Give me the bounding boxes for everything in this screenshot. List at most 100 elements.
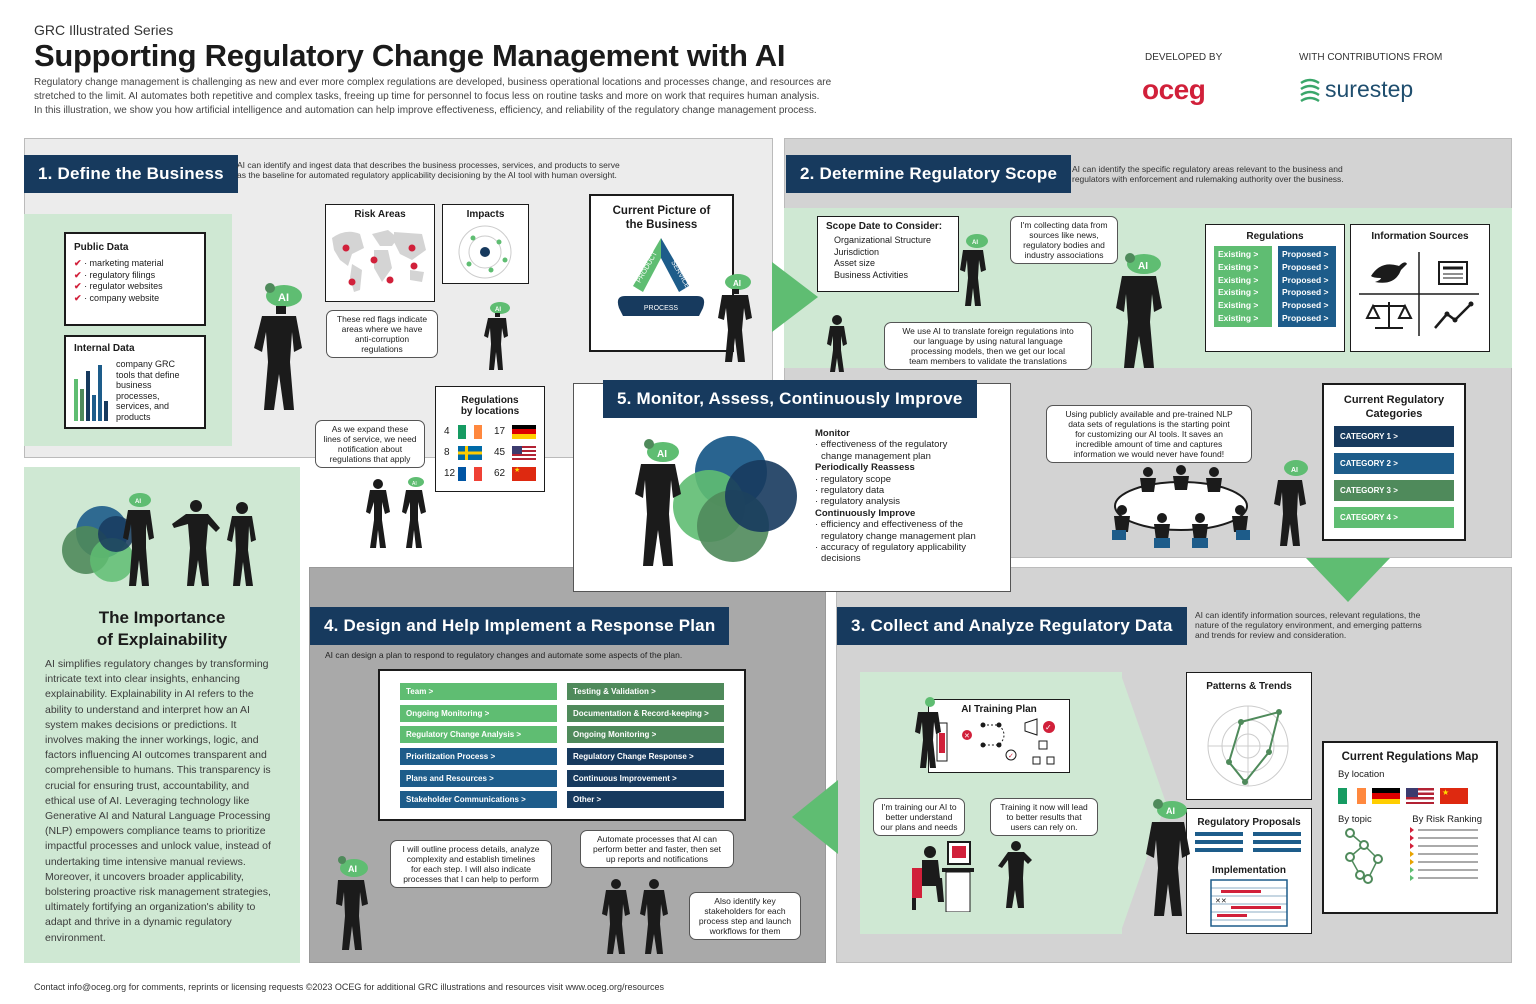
info-sources-icons [1359, 252, 1479, 336]
footer-text: Contact info@oceg.org for comments, repr… [34, 982, 665, 992]
proposed-item[interactable]: Proposed > [1282, 261, 1329, 272]
regulatory-proposals-card: Regulatory Proposals Implementation ✕✕ [1186, 808, 1312, 934]
proposed-item[interactable]: Proposed > [1282, 274, 1329, 285]
plan-item-team[interactable]: Team > [400, 683, 557, 700]
category-2-button[interactable]: CATEGORY 2 > [1334, 453, 1454, 474]
reg-loc-rows: 4 17 8 45 12 62 ★ [436, 417, 544, 488]
flowchart-icon: ✕ ✓ ✓ [936, 718, 1055, 765]
plan-item-testing[interactable]: Testing & Validation > [567, 683, 724, 700]
proposals-title: Regulatory Proposals [1197, 817, 1301, 828]
arrow-down-icon [1306, 558, 1390, 602]
information-sources-card: Information Sources [1350, 224, 1490, 352]
regulations-grid: Existing > Existing > Existing > Existin… [1206, 246, 1344, 327]
impacts-card: Impacts [442, 204, 529, 284]
france-flag-icon [458, 466, 482, 481]
surestep-mark-icon [1300, 78, 1320, 102]
category-3-button[interactable]: CATEGORY 3 > [1334, 480, 1454, 501]
reg-loc-row: 4 17 [444, 421, 536, 442]
proposed-column: Proposed > Proposed > Proposed > Propose… [1278, 246, 1336, 327]
plan-item-ongoing-monitoring[interactable]: Ongoing Monitoring > [400, 704, 557, 722]
section2-title: 2. Determine Regulatory Scope [786, 155, 1072, 193]
list-item: Jurisdiction [834, 246, 880, 257]
map-sub-labels: By topic By Risk Ranking [1338, 814, 1482, 825]
check-icon: ✔ [74, 292, 82, 303]
existing-item[interactable]: Existing > [1218, 287, 1259, 298]
germany-flag-icon [1372, 788, 1400, 804]
proposed-item[interactable]: Proposed > [1282, 249, 1329, 259]
implementation-title: Implementation [1212, 865, 1286, 876]
ai-training-plan-card: AI Training Plan ✕ ✓ ✓ [928, 699, 1070, 773]
plan-item-regulatory-change-analysis[interactable]: Regulatory Change Analysis > [400, 726, 557, 744]
existing-item[interactable]: Existing > [1218, 312, 1259, 323]
svg-text:✕✕: ✕✕ [1215, 898, 1227, 905]
existing-item[interactable]: Existing > [1218, 249, 1259, 259]
regulations-card: Regulations Existing > Existing > Existi… [1205, 224, 1345, 352]
topic-risk-icons [1345, 827, 1478, 884]
germany-flag-icon [512, 424, 536, 439]
scales-icon [1365, 302, 1413, 329]
plan-item-other[interactable]: Other > [567, 791, 724, 809]
scope-card: Scope Date to Consider: Organizational S… [817, 216, 959, 292]
regulations-title: Regulations [1246, 231, 1304, 242]
newspaper-icon [1438, 261, 1468, 285]
proposed-item[interactable]: Proposed > [1282, 312, 1329, 323]
bird-icon [1371, 262, 1407, 283]
speech-bubble-nlp: Using publicly available and pre-trained… [1046, 405, 1252, 463]
svg-text:AI: AI [495, 307, 501, 313]
explainability-body: AI simplifies regulatory changes by tran… [45, 658, 271, 944]
process-label: PROCESS [644, 305, 679, 312]
reg-loc-row: 8 45 [444, 442, 536, 463]
list-item: regulatory change management plan [821, 530, 976, 542]
list-item: Organizational Structure [834, 235, 932, 245]
check-icon: ✔ [74, 269, 82, 280]
check-icon: ✔ [74, 258, 82, 268]
plan-item-documentation[interactable]: Documentation & Record-keeping > [567, 704, 724, 722]
proposed-item[interactable]: Proposed > [1282, 287, 1329, 298]
internal-data-title: Internal Data [74, 343, 135, 354]
venn-with-figures: AI [62, 493, 256, 586]
training-plan-title: AI Training Plan [961, 704, 1037, 715]
existing-item[interactable]: Existing > [1218, 274, 1259, 285]
list-item: Business Activities [834, 269, 909, 280]
plan-item-continuous-improvement[interactable]: Continuous Improvement > [567, 769, 724, 787]
svg-text:AI: AI [1166, 806, 1175, 816]
list-item: · regulatory data [815, 485, 885, 497]
svg-text:AI: AI [278, 292, 289, 304]
proposals-lines-icon [1195, 832, 1301, 852]
china-flag-icon: ★ [512, 466, 536, 481]
plan-item-plans-resources[interactable]: Plans and Resources > [400, 769, 557, 787]
info-sources-title: Information Sources [1371, 231, 1469, 242]
people-figures: AI [366, 477, 426, 548]
page-title: Supporting Regulatory Change Management … [34, 38, 786, 73]
existing-item[interactable]: Existing > [1218, 300, 1259, 311]
category-4-button[interactable]: CATEGORY 4 > [1334, 507, 1454, 528]
existing-item[interactable]: Existing > [1218, 261, 1259, 272]
plan-item-prioritization[interactable]: Prioritization Process > [400, 748, 557, 766]
public-data-title: Public Data [74, 242, 129, 253]
patterns-trends-card: Patterns & Trends [1186, 672, 1312, 800]
category-1-button[interactable]: CATEGORY 1 > [1334, 426, 1454, 447]
public-data-list: ✔ · marketing material ✔ · regulatory fi… [74, 258, 196, 304]
bar-chart-icon [74, 365, 108, 421]
svg-text:✓: ✓ [1045, 723, 1052, 732]
svg-text:AI: AI [972, 240, 978, 246]
list-item: ✔ · regulator websites [74, 281, 163, 291]
plan-item-ongoing-monitoring-2[interactable]: Ongoing Monitoring > [567, 726, 724, 744]
check-icon: ✔ [74, 281, 82, 291]
series-label: GRC Illustrated Series [34, 22, 174, 38]
by-location-label: By location [1338, 769, 1385, 780]
list-item: ✔ · company website [74, 292, 160, 303]
plan-item-stakeholder-comms[interactable]: Stakeholder Communications > [400, 791, 557, 809]
public-data-card: Public Data ✔ · marketing material ✔ · r… [64, 232, 206, 326]
proposed-item[interactable]: Proposed > [1282, 300, 1329, 311]
plan-item-change-response[interactable]: Regulatory Change Response > [567, 748, 724, 766]
list-item: · effectiveness of the regulatory [815, 439, 948, 451]
response-plan-card: Team > Ongoing Monitoring > Regulatory C… [378, 669, 746, 821]
china-flag-icon: ★ [1440, 788, 1468, 804]
ireland-flag-icon [1338, 788, 1366, 804]
radar-chart-icon [1207, 705, 1289, 787]
